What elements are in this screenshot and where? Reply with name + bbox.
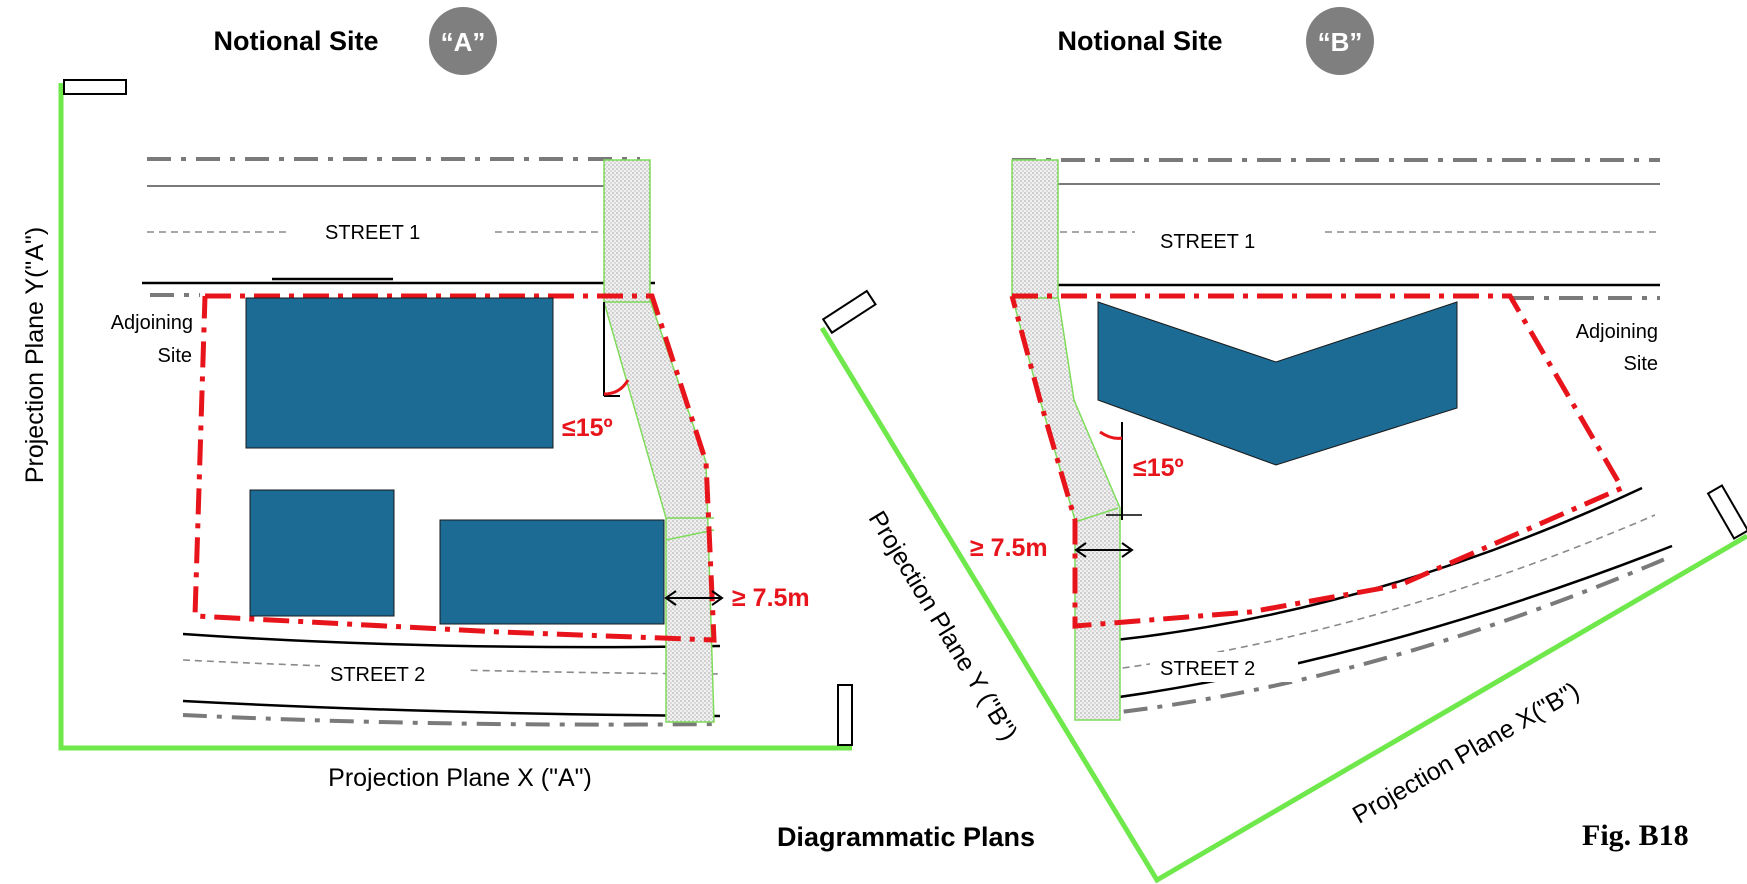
site-a-plane-x-marker — [837, 684, 853, 746]
site-b-setback-strip — [1011, 159, 1121, 721]
site-a-distance-arrow — [664, 590, 724, 606]
site-b-adjoining-line1: Adjoining — [1576, 321, 1658, 343]
site-b-angle-label: ≤15º — [1133, 454, 1184, 482]
caption: Diagrammatic Plans — [777, 822, 1035, 852]
site-a-street-1: STREET 1 — [142, 157, 655, 297]
site-a-badge — [429, 7, 497, 75]
figure-label: Fig. B18 — [1582, 819, 1689, 852]
site-a-badge-label: “A” — [441, 27, 486, 57]
site-a-building-large — [245, 297, 554, 449]
site-a-building-long — [439, 519, 665, 625]
site-a-adjoining-line2: Site — [158, 345, 192, 367]
site-a-projection-planes — [58, 83, 852, 751]
site-b-badge — [1306, 7, 1374, 75]
site-a-plane-y-label: Projection Plane Y("A") — [21, 227, 49, 483]
site-a-setback-strip — [603, 159, 715, 723]
site-b-angle-arc — [1099, 430, 1123, 440]
site-b-projection-planes — [819, 326, 1747, 884]
site-a-angle-arc — [603, 379, 630, 396]
site-b-street-2: STREET 2 — [1074, 486, 1673, 719]
site-a-street-2-label: STREET 2 — [330, 664, 425, 686]
site-b-distance-arrow — [1074, 542, 1134, 558]
site-b-plane-y-marker — [821, 289, 877, 335]
site-a-boundary — [192, 293, 717, 643]
site-a-plane-y-marker — [63, 79, 127, 95]
site-b-building-chevron — [1097, 301, 1458, 466]
site-a: Notional Site “A” STREET 1 STREET 2 — [21, 7, 853, 792]
site-b-street-2-label: STREET 2 — [1160, 658, 1255, 680]
site-a-building-small — [249, 489, 395, 617]
site-a-adjoining-line1: Adjoining — [111, 312, 193, 334]
site-b-street-1: STREET 1 — [1012, 158, 1660, 300]
site-a-plane-x-label: Projection Plane X ("A") — [328, 764, 592, 792]
site-b-boundary — [1009, 293, 1626, 629]
site-b-plane-x-marker — [1706, 484, 1747, 540]
site-b-distance-label: ≥ 7.5m — [970, 534, 1048, 562]
site-b: Notional Site “B” STREET 1 STREET 2 — [819, 7, 1747, 884]
site-b-adjoining-line2: Site — [1624, 353, 1658, 375]
site-b-badge-label: “B” — [1318, 27, 1363, 57]
site-a-angle-label: ≤15º — [562, 414, 613, 442]
site-a-street-1-label: STREET 1 — [325, 222, 420, 244]
site-b-street-1-label: STREET 1 — [1160, 231, 1255, 253]
site-a-street-2: STREET 2 — [182, 632, 721, 727]
site-b-title: Notional Site — [1057, 26, 1222, 56]
site-a-title: Notional Site — [213, 26, 378, 56]
site-a-distance-label: ≥ 7.5m — [732, 584, 810, 612]
